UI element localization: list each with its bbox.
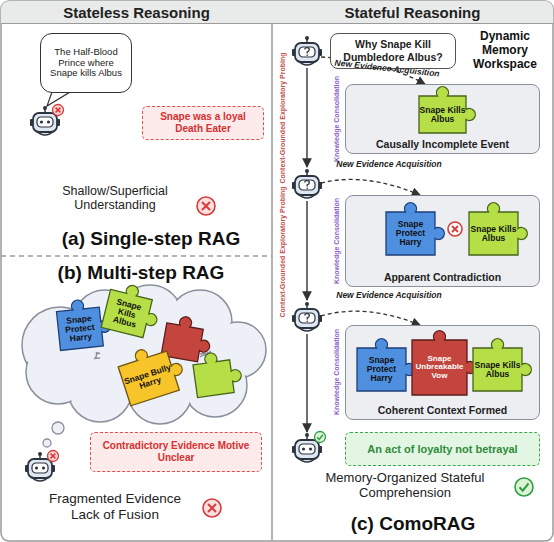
annotation-text: New Evidence Acquisition (325, 159, 453, 171)
puzzle-outline (357, 339, 415, 391)
node-text: Snape Protect Harry (357, 348, 406, 391)
puzzle-outline (412, 331, 476, 395)
evidence-arrow (321, 311, 420, 325)
axis-note: Knowledge Consolidation (332, 191, 342, 291)
robot-icon (292, 36, 322, 65)
robot-eyes (35, 466, 45, 469)
memory-row: Coherent Context Formed Snape Protect Har… (345, 325, 540, 420)
thought-dot (43, 439, 51, 447)
puzzle-outline (115, 339, 188, 405)
annotation-text: Memory-Organized Stateful Comprehension (305, 469, 505, 503)
puzzle-piece: Snape Kills Albus (469, 205, 525, 255)
thought-dot (52, 422, 64, 434)
annotation-text: Fragmented Evidence Lack of Fusion (40, 487, 190, 527)
node-text: Snape Kills Albus (473, 348, 522, 391)
puzzle-piece: Snape Protect Harry (386, 205, 442, 255)
evidence-arrow (321, 179, 420, 195)
panel-divider (1, 255, 272, 257)
column-divider (271, 1, 273, 541)
puzzle-outline (386, 203, 444, 255)
header-band: Stateful Reasoning (272, 1, 553, 24)
axis-note: Knowledge Consolidation (332, 69, 342, 169)
fail-badge (53, 105, 64, 116)
question-mark-symbol (305, 314, 310, 323)
axis-note: Context-Grounded Exploratory Probing (278, 177, 288, 327)
robot-eyes (302, 447, 312, 450)
puzzle-outline (101, 280, 163, 340)
probing-arrow (306, 201, 307, 300)
panel-title: (a) Single-step RAG (30, 226, 272, 252)
panel-title: (b) Multi-step RAG (30, 261, 252, 285)
answer-box: Contradictory Evidence Motive Unclear (90, 432, 262, 472)
puzzle-outline (419, 87, 475, 133)
annotation-text: Dynamic Memory Workspace (458, 34, 552, 68)
node-text: Stateful Reasoning (345, 4, 481, 21)
node-text: An act of loyalty not betrayal (367, 443, 517, 455)
puzzle-piece: Snape Kills Albus (101, 283, 161, 340)
answer-box: Snape was a loyal Death Eater (142, 106, 264, 140)
annotation-text: New Evidence Acquisition (325, 290, 453, 302)
fail-mark (203, 499, 221, 517)
question-mark-symbol (305, 48, 310, 57)
node-text: Snape Bully Harry (118, 351, 179, 406)
panel-region: (c) ComoRAGWhy Snape Kill Dumbledore Alb… (272, 24, 554, 542)
robot-icon (292, 433, 322, 462)
puzzle-outline (473, 339, 531, 391)
success-mark (515, 478, 533, 496)
node-text: Contradictory Evidence Motive Unclear (95, 440, 257, 464)
row-caption: Apparent Contradiction (346, 271, 539, 283)
panel-title: (c) ComoRAG (272, 510, 554, 538)
robot-eyes (40, 120, 50, 123)
node-text: The Half-Blood Prince where Snape kills … (44, 47, 128, 80)
success-badge (315, 432, 326, 443)
answer-box: An act of loyalty not betrayal (345, 432, 540, 466)
question-mark-symbol (305, 181, 310, 190)
robot-icon (292, 302, 322, 331)
memory-row: Apparent Contradiction Snape Protect Harr… (345, 195, 540, 287)
header-band: Stateless Reasoning (1, 1, 272, 24)
puzzle-outline (469, 203, 527, 255)
memory-row: Causally Incomplete Event Snape Kills Alb… (345, 84, 540, 154)
puzzle-piece: Snape Protect Harry (357, 341, 413, 391)
node-text: Snape Protect Harry (56, 307, 103, 350)
node-text: Snape was a loyal Death Eater (147, 111, 259, 135)
axis-note: Context-Grounded Exploratory Probing (278, 43, 288, 193)
robot-icon (292, 169, 322, 198)
node-text: Snape Unbreakable Vow (412, 340, 467, 395)
axis-note: Knowledge Consolidation (332, 322, 342, 422)
probing-arrow (306, 68, 307, 167)
speech-bubble: The Half-Blood Prince where Snape kills … (40, 33, 132, 93)
panel-region: (a) Single-step RAG The Half-Blood Prince… (0, 24, 272, 256)
node-text: Snape Kills Albus (469, 212, 518, 255)
node-text: Snape Protect Harry (386, 212, 435, 255)
row-caption: Causally Incomplete Event (346, 138, 539, 150)
row-caption: Coherent Context Formed (346, 404, 539, 416)
puzzle-piece-blank (192, 349, 244, 397)
node-text: Stateless Reasoning (63, 4, 210, 21)
node-text: Snape Kills Albus (419, 96, 466, 133)
fail-mark (197, 197, 215, 215)
fail-badge (48, 451, 59, 462)
puzzle-piece: Snape Unbreakable Vow (412, 333, 474, 395)
conflict-mark (448, 222, 462, 236)
puzzle-piece: Snape Kills Albus (419, 89, 473, 133)
probing-arrow (306, 334, 307, 432)
annotation-text: Shallow/Superficial Understanding (20, 180, 210, 216)
puzzle-piece: Snape Kills Albus (473, 341, 529, 391)
puzzle-piece: Snape Bully Harry (116, 342, 186, 406)
